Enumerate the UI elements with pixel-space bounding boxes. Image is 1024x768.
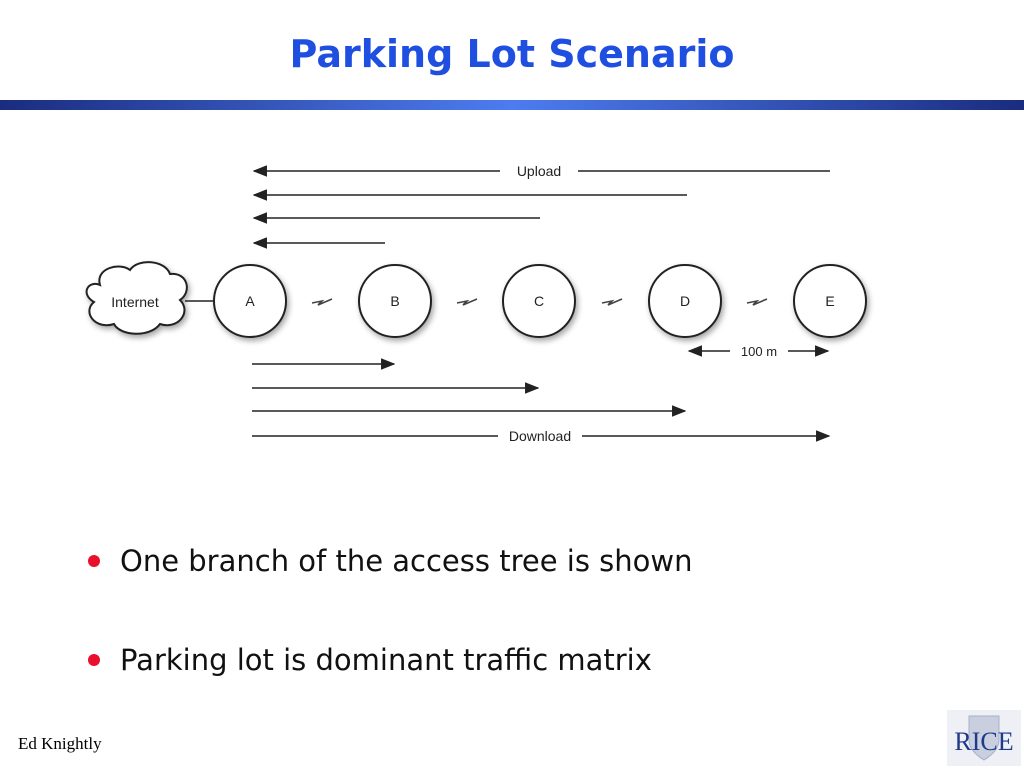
wireless-link-icon: [601, 298, 623, 306]
node-c-label: C: [534, 293, 544, 309]
node-b: [358, 264, 432, 338]
bullet-item: One branch of the access tree is shown: [88, 540, 692, 639]
upload-arrows: [252, 165, 830, 249]
title-divider: [0, 100, 1024, 110]
bullet-item: Parking lot is dominant traffic matrix: [88, 639, 692, 738]
node-a-label: A: [245, 293, 255, 309]
node-d: [648, 264, 722, 338]
bullet-dot-icon: [88, 555, 100, 567]
rice-logo: RICE: [947, 710, 1021, 766]
wireless-link-icon: [746, 298, 768, 306]
node-e: [793, 264, 867, 338]
wireless-link-icon: [456, 298, 478, 306]
bullet-dot-icon: [88, 654, 100, 666]
node-a: [213, 264, 287, 338]
node-e-label: E: [825, 293, 834, 309]
parking-lot-diagram: Upload Internet A B C D E 100 m: [85, 163, 867, 444]
slide-title: Parking Lot Scenario: [289, 32, 735, 76]
node-c: [502, 264, 576, 338]
bullet-text: One branch of the access tree is shown: [120, 544, 693, 578]
rice-logo-text: RICE: [954, 727, 1013, 756]
bullet-text: Parking lot is dominant traffic matrix: [120, 643, 652, 677]
internet-label: Internet: [111, 294, 159, 310]
wireless-link-icons: [311, 298, 768, 306]
download-arrows: [252, 358, 831, 442]
distance-label: 100 m: [741, 344, 777, 359]
node-b-label: B: [390, 293, 399, 309]
footer-author: Ed Knightly: [18, 734, 102, 753]
node-d-label: D: [680, 293, 690, 309]
download-label: Download: [509, 428, 571, 444]
wireless-link-icon: [311, 298, 333, 306]
bullet-list: One branch of the access tree is shown P…: [88, 540, 692, 738]
internet-cloud: [85, 261, 188, 335]
upload-label: Upload: [517, 163, 561, 179]
